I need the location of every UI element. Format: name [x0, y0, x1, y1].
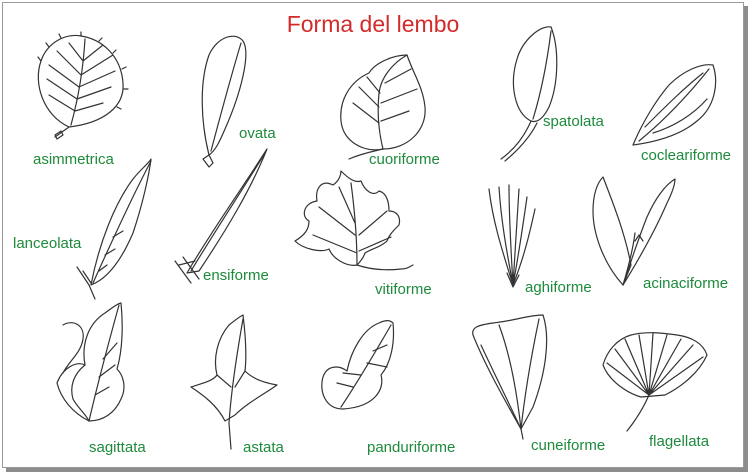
leaf-asimmetrica-drawing: [37, 31, 129, 140]
leaf-spatolata-drawing: [500, 26, 558, 162]
leaf-ensiforme-drawing: [174, 148, 268, 284]
label-ensiforme: ensiforme: [203, 267, 269, 284]
label-ovata: ovata: [239, 125, 276, 142]
leaf-vitiforme-drawing: [294, 170, 414, 271]
leaf-cuoriforme-drawing: [340, 54, 426, 160]
label-flagellata: flagellata: [649, 433, 710, 450]
label-vitiforme: vitiforme: [375, 281, 432, 298]
label-acinaciforme: acinaciforme: [643, 275, 729, 292]
leaf-astata-drawing: [190, 314, 278, 450]
leaf-flagellata-drawing: [602, 332, 708, 432]
label-aghiforme: aghiforme: [525, 279, 592, 296]
leaf-ovata-drawing: [201, 35, 247, 168]
leaf-panduriforme-drawing: [321, 320, 395, 410]
label-lanceolata: lanceolata: [13, 235, 82, 252]
diagram-title: Forma del lembo: [286, 11, 460, 37]
leaf-drawings: [37, 26, 717, 450]
leaf-aghiforme-drawing: [488, 184, 536, 288]
label-cuoriforme: cuoriforme: [369, 151, 440, 168]
leaf-cuneiforme-drawing: [472, 314, 548, 440]
label-spatolata: spatolata: [543, 113, 604, 130]
leaf-cocleariforme-drawing: [632, 64, 717, 146]
leaf-acinaciforme-drawing: [592, 176, 676, 286]
label-astata: astata: [243, 439, 284, 456]
label-sagittata: sagittata: [89, 439, 146, 456]
diagram-card: Forma del lembo: [2, 2, 744, 468]
leaf-sagittata-drawing: [56, 302, 125, 422]
label-cuneiforme: cuneiforme: [531, 437, 606, 454]
label-cocleariforme: cocleariforme: [641, 147, 732, 164]
leaf-lanceolata-drawing: [76, 158, 152, 300]
label-asimmetrica: asimmetrica: [33, 151, 114, 168]
label-panduriforme: panduriforme: [367, 439, 456, 456]
